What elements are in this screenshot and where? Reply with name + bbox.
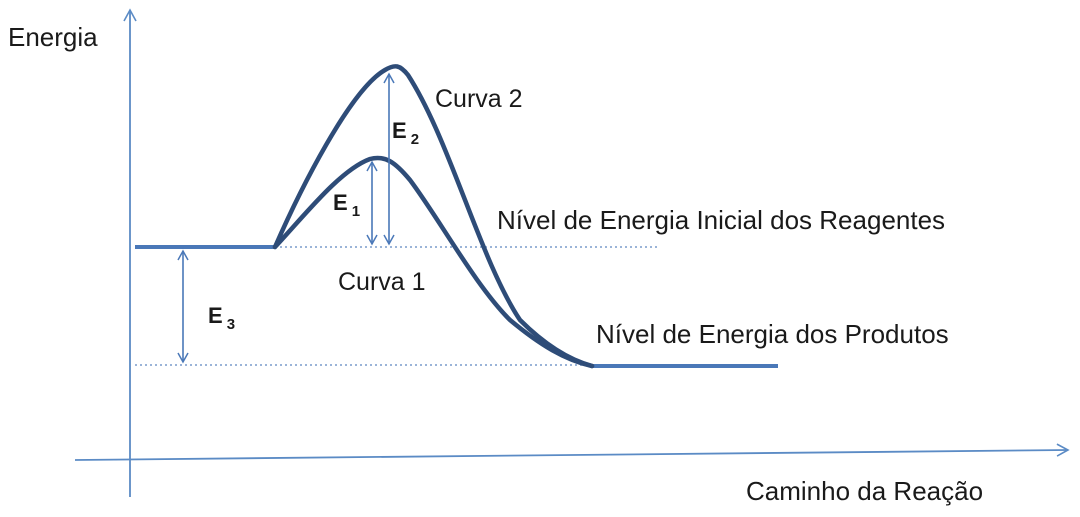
- x-axis-label: Caminho da Reação: [746, 476, 983, 506]
- x-axis: [74, 443, 1070, 461]
- product-level-label: Nível de Energia dos Produtos: [596, 319, 949, 349]
- curve-2: [272, 64, 595, 369]
- curve-1-label: Curva 1: [338, 268, 426, 296]
- y-axis-label: Energia: [8, 22, 98, 52]
- reactant-level-label: Nível de Energia Inicial dos Reagentes: [497, 205, 945, 235]
- curve-2-label: Curva 2: [435, 85, 523, 113]
- curve-1: [272, 155, 595, 369]
